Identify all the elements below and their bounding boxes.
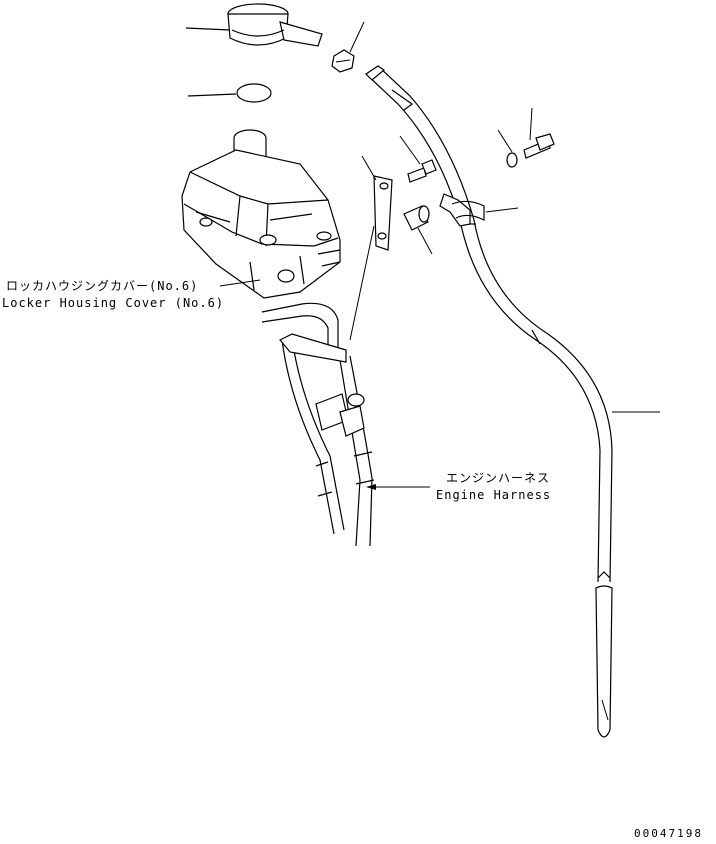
locker-housing-cover (181, 129, 341, 299)
locker-cover-leader-line (219, 279, 261, 287)
bracket-plate (361, 155, 393, 251)
drawing-number: 00047198 (634, 827, 703, 840)
washer-right (497, 129, 518, 168)
locker-cover-label-en: Locker Housing Cover (No.6) (2, 296, 225, 310)
locker-cover-label-jp: ロッカハウジングカバー(No.6) (6, 279, 199, 293)
engine-harness-label-en: Engine Harness (436, 488, 552, 502)
bolt-right (523, 107, 555, 159)
bracket-leader-line (349, 225, 375, 341)
spacer-collar (403, 205, 433, 255)
bolt-middle (399, 135, 437, 183)
oil-filler-cap (185, 3, 323, 47)
tube-clamp (439, 193, 519, 227)
gasket-part (187, 83, 272, 103)
harness-leader-arrow (366, 484, 430, 490)
engine-harness-label-jp: エンジンハーネス (446, 471, 551, 485)
engine-harness (261, 302, 375, 547)
nut-part (331, 21, 365, 73)
